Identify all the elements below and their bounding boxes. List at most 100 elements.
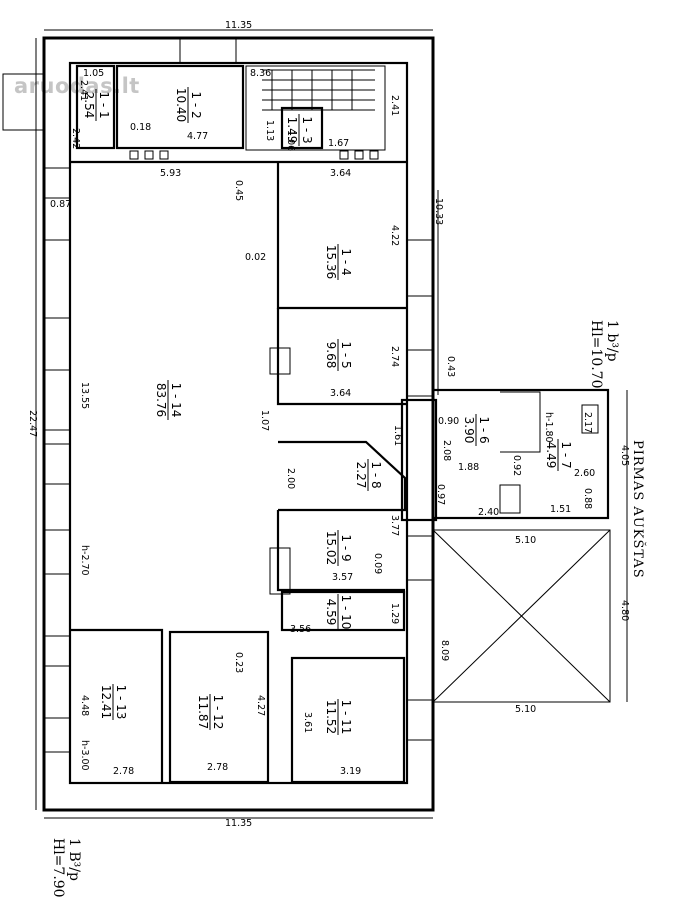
room-1-8-id: 1 - 8 [369, 461, 383, 488]
room-1-1-id: 1 - 1 [97, 91, 111, 118]
room-1-12-outline [168, 630, 270, 784]
dim-3-64a: 3.64 [330, 168, 351, 179]
dim-2-00: 2.00 [285, 468, 296, 489]
room-1-2-area: 10.40 [174, 88, 188, 122]
room-1-1-area: 2.54 [82, 92, 96, 119]
dim-5-93: 5.93 [160, 168, 181, 179]
dim-3-64b: 3.64 [330, 388, 351, 399]
dim-4-48: 4.48 [79, 695, 90, 716]
dim-2-42: 2.42 [70, 128, 81, 149]
dim-1-88: 1.88 [458, 462, 479, 473]
room-1-10-area: 4.59 [324, 599, 338, 626]
room-1-6-area: 3.90 [462, 417, 476, 444]
room-labels: 1 - 12.54 1 - 210.40 1 - 31.49 1 - 415.3… [82, 87, 573, 735]
dim-8-09: 8.09 [439, 640, 450, 661]
terrace [432, 529, 611, 703]
dim-bottom-width: 11.35 [225, 818, 252, 829]
room-1-4-id: 1 - 4 [339, 248, 353, 275]
room-1-11-outline [290, 656, 406, 784]
room-1-7-id: 1 - 7 [559, 441, 573, 468]
room-1-10-outline [280, 590, 406, 632]
dim-2-17: 2.17 [582, 412, 593, 433]
room-1-7-area: 4.49 [544, 442, 558, 469]
annex-code: 1 b³/p [604, 320, 620, 362]
dim-0-90: 0.90 [438, 416, 459, 427]
inner-wall-line [68, 61, 409, 785]
dim-8-36: 8.36 [250, 68, 271, 79]
room-1-9-id: 1 - 9 [339, 534, 353, 561]
right-windows [406, 239, 434, 741]
room-1-9-area: 15.02 [324, 531, 338, 565]
dim-5-10a: 5.10 [515, 535, 536, 546]
dim-4-80: 4.80 [619, 600, 630, 621]
dim-0-02: 0.02 [245, 252, 266, 263]
room-1-13-outline [70, 628, 164, 782]
room-1-3-id: 1 - 3 [300, 116, 314, 143]
dim-2-40: 2.40 [478, 507, 499, 518]
dim-0-92: 0.92 [511, 455, 522, 476]
dim-3-19: 3.19 [340, 766, 361, 777]
room-1-12-area: 11.87 [196, 695, 210, 729]
dim-2-60: 2.60 [574, 468, 595, 479]
building-label-main: 1 B³/p Hl=7.90 [50, 838, 82, 898]
dim-2-41a: 2.41 [78, 80, 89, 101]
room-1-4-outline [276, 162, 407, 310]
room-1-8-outline [278, 440, 407, 512]
room-1-1-outline [75, 64, 116, 150]
dim-1-07: 1.07 [259, 410, 270, 431]
room-1-5-outline [276, 308, 407, 406]
dim-4-05: 4.05 [619, 445, 630, 466]
annex-link [400, 398, 438, 522]
dim-0-45: 0.45 [233, 180, 244, 201]
dim-1-13: 1.13 [264, 120, 275, 141]
dim-2-08: 2.08 [441, 440, 452, 461]
dim-3-61: 3.61 [302, 712, 313, 733]
vent-symbols [129, 150, 379, 160]
room-1-14-area: 83.76 [154, 383, 168, 417]
dim-0-09: 0.09 [372, 553, 383, 574]
wc-symbol [499, 484, 521, 514]
room-1-5-id: 1 - 5 [339, 341, 353, 368]
dim-0-43: 0.43 [445, 356, 456, 377]
dim-2-74: 2.74 [389, 346, 400, 367]
room-1-11-area: 11.52 [324, 700, 338, 734]
dim-3-77: 3.77 [389, 515, 400, 536]
dim-1-67: 1.67 [328, 138, 349, 149]
building-label-annex: 1 b³/p Hl=10.70 [588, 320, 620, 389]
dim-1-61: 1.61 [392, 425, 403, 446]
room-1-9-outline [276, 510, 405, 592]
dimension-labels: 11.35 11.35 22.47 10.33 1.05 2.41 0.18 2… [27, 20, 630, 829]
annex-height: Hl=10.70 [588, 320, 604, 389]
room-1-10-id: 1 - 10 [339, 595, 353, 630]
room-1-13-id: 1 - 13 [114, 685, 128, 720]
dim-0-23: 0.23 [233, 652, 244, 673]
room-1-11-id: 1 - 11 [339, 700, 353, 735]
dim-4-22: 4.22 [389, 225, 400, 246]
dim-4-77: 4.77 [187, 131, 208, 142]
column-2 [269, 547, 291, 595]
room-1-2-outline [115, 64, 245, 150]
room-1-14-id: 1 - 14 [169, 383, 183, 418]
room-1-4-area: 15.36 [324, 245, 338, 279]
room-1-5-area: 9.68 [324, 342, 338, 369]
room-1-12-id: 1 - 12 [211, 695, 225, 730]
staircase-top [245, 65, 386, 151]
dim-2-78b: 2.78 [207, 762, 228, 773]
dim-1-06: 1.06 [285, 130, 296, 151]
dim-3-56: 3.56 [290, 624, 311, 635]
dim-4-27: 4.27 [255, 695, 266, 716]
dim-2-41b: 2.41 [389, 95, 400, 116]
main-code: 1 B³/p [66, 838, 82, 881]
dim-h-1-80: h-1.80 [543, 412, 554, 443]
dim-0-18: 0.18 [130, 122, 151, 133]
annex-outline [431, 388, 610, 520]
column-1 [269, 347, 291, 375]
room-1-6-id: 1 - 6 [477, 416, 491, 443]
dim-0-97: 0.97 [435, 484, 446, 505]
main-height: Hl=7.90 [50, 838, 66, 898]
top-entrance [179, 37, 237, 64]
floor-title: PIRMAS AUKŠTAS [630, 440, 645, 579]
dim-0-88: 0.88 [582, 488, 593, 509]
room-1-3-area: 1.49 [285, 117, 299, 144]
dim-0-87: 0.87 [50, 199, 71, 210]
